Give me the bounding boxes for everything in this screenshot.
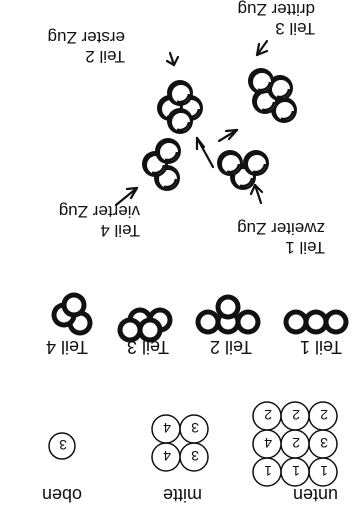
arrow-center-1-head [195,136,206,149]
ball-oben-1-number: 3 [59,437,67,453]
move-label-zug2-a: Teil 2 [85,47,125,66]
part-label-teil2: Teil 2 [209,337,252,357]
layer-oben-group [48,432,76,460]
ball-mitte-3-number: 3 [191,420,199,436]
ball-unten-2-number: 1 [292,463,300,479]
arrow-teil1-head [253,183,264,194]
arrow-center-2-head [227,128,239,141]
ball-unten-6-number: 4 [264,435,272,451]
ball-mitte-1-number: 3 [191,448,199,464]
ball-mitte-4 [151,414,181,444]
arrow-teil2-head2 [165,59,176,67]
part-label-teil3: Teil 3 [126,337,169,357]
part-label-teil4: Teil 4 [45,337,88,357]
ball-unten-1-number: 1 [320,463,328,479]
ball-unten-9-number: 2 [264,407,272,423]
ball-unten-9 [252,401,282,431]
move-label-zug1-b: zweiter Zug [237,219,325,238]
move-label-zug2-b: erster Zug [47,28,125,47]
layer-label-mitte: mitte [162,485,202,505]
layer-unten-group [252,401,338,487]
cluster-teil4 [140,136,183,193]
arrow-teil3 [255,39,269,57]
arrow-center-2-head2 [224,128,239,133]
arrows [114,39,269,207]
ball-unten-5-number: 2 [292,435,300,451]
move-label-zug1-a: Teil 1 [285,238,325,257]
layer-label-unten: unten [292,485,338,505]
move-label-zug4-a: Teil 4 [100,221,140,240]
cluster-teil3 [246,66,299,125]
ball-unten-8-number: 2 [292,407,300,423]
part-label-teil1: Teil 1 [299,337,342,357]
move-label-zug3-b: dritter Zug [237,0,315,19]
arrow-teil3-head [255,49,269,57]
arrow-teil4 [114,186,139,207]
arrow-teil4-head [129,186,139,200]
arrow-teil1 [253,183,263,205]
layer-mitte-group [151,414,209,472]
arrow-teil3-head2 [255,42,261,57]
part-teil2-shape [195,294,261,335]
cluster-teil2 [155,78,205,136]
cluster-teil1 [215,148,271,192]
ball-unten-7-number: 2 [320,407,328,423]
arrow-teil2 [168,51,176,67]
move-label-zug3-a: Teil 3 [275,19,315,38]
arrow-teil4-head2 [125,186,139,191]
ball-mitte-4-number: 4 [163,420,171,436]
ball-mitte-2-number: 4 [163,448,171,464]
layer-label-oben: oben [41,485,82,505]
ball-unten-3-number: 1 [264,463,272,479]
move-label-zug4-b: vierter Zug [58,202,140,221]
part-teil1-shape [283,309,349,335]
part-teil4-shape [51,292,93,336]
ball-unten-4-number: 3 [320,435,328,451]
ball-oben-1 [48,432,76,460]
arrow-teil1-head2 [249,183,257,196]
arrow-teil2-head [172,55,180,67]
